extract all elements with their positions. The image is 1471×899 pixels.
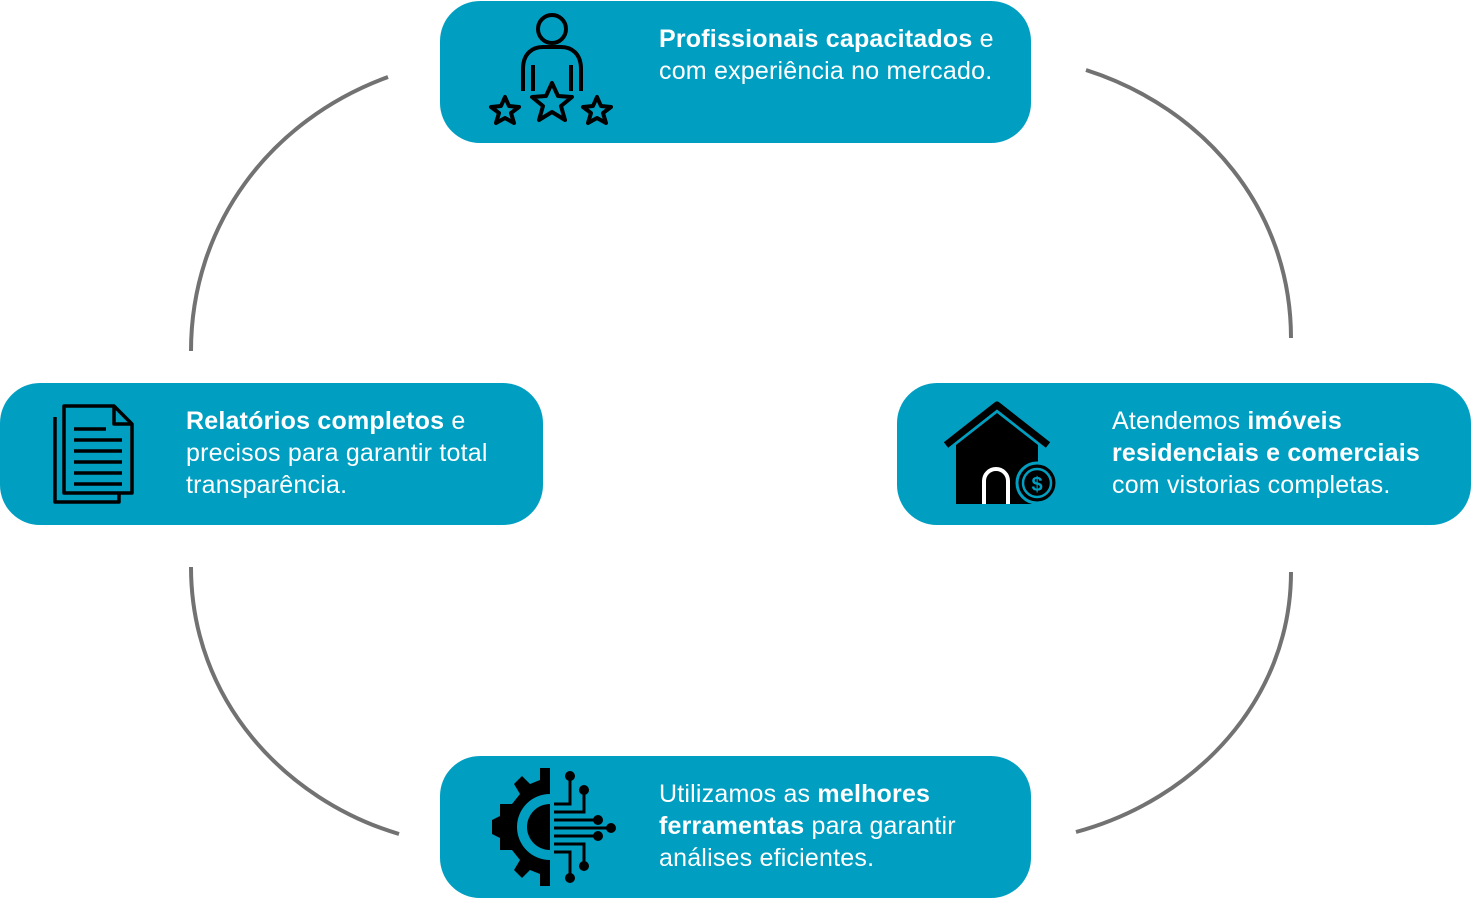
- svg-text:$: $: [1031, 474, 1042, 496]
- house-dollar-icon: $: [943, 401, 1058, 505]
- documents-icon: [53, 404, 134, 504]
- arc-top-right: [1085, 68, 1293, 339]
- text: e com experiência no mercado.: [659, 25, 994, 85]
- card-text: Atendemos imóveis residenciais e comerci…: [1112, 405, 1462, 501]
- bold-text: imóveis residenciais e comerciais: [1112, 407, 1420, 467]
- card-tools: Utilizamos as melhores ferramentas para …: [440, 756, 1031, 898]
- person-stars-icon: [489, 13, 613, 125]
- card-reports: Relatórios completos e precisos para gar…: [0, 383, 543, 525]
- card-properties: $ Atendemos imóveis residenciais e comer…: [897, 383, 1471, 525]
- text: para garantir análises eficientes.: [659, 812, 956, 872]
- card-professionals: Profissionais capacitados e com experiên…: [440, 1, 1031, 143]
- bold-text: Relatórios completos: [186, 407, 445, 435]
- text: e precisos para garantir total transparê…: [186, 407, 488, 499]
- card-text: Relatórios completos e precisos para gar…: [186, 405, 526, 501]
- gear-circuit-icon: [492, 768, 616, 886]
- arc-bottom-left: [189, 566, 400, 836]
- bold-text: melhores ferramentas: [659, 780, 931, 840]
- bold-text: Profissionais capacitados: [659, 25, 973, 53]
- card-text: Utilizamos as melhores ferramentas para …: [659, 778, 1019, 874]
- arc-top-left: [189, 75, 389, 352]
- text: Atendemos: [1112, 407, 1248, 435]
- card-text: Profissionais capacitados e com experiên…: [659, 23, 1014, 87]
- text: Utilizamos as: [659, 780, 818, 808]
- text: com vistorias completas.: [1112, 471, 1391, 499]
- arc-bottom-right: [1075, 571, 1293, 834]
